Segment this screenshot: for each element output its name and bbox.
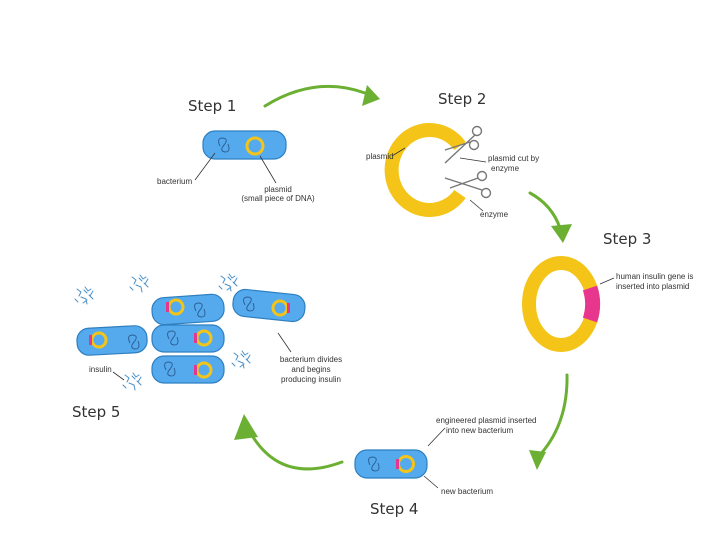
label-divides-3: producing insulin: [281, 375, 341, 384]
new-bacterium-step4: [354, 449, 428, 479]
label-plasmid-step2: plasmid: [366, 152, 394, 161]
insulin-gene-segment: [582, 285, 600, 323]
step-1-group: Step 1 bacterium plasmid (small piece of…: [157, 97, 315, 203]
dna-squiggle-step4: [368, 456, 380, 472]
label-engineered-1: engineered plasmid inserted: [436, 416, 537, 425]
label-plasmid-desc: (small piece of DNA): [241, 194, 315, 203]
step-5-group: Step 5: [72, 273, 342, 421]
arrow-step3-to-step4: [529, 373, 569, 470]
arrow-step1-to-step2: [263, 84, 380, 108]
pointer-divides: [277, 332, 292, 353]
step-4-group: Step 4 engineered plasmid inserted into …: [354, 416, 537, 518]
pointer-plasmid: [259, 155, 277, 184]
bacterium-step5-c: [232, 288, 306, 323]
step-1-title: Step 1: [188, 97, 236, 115]
label-plasmid-cut-2: enzyme: [491, 164, 520, 173]
label-insulin: insulin: [89, 365, 112, 374]
arrow-step4-to-step5: [234, 414, 344, 471]
plasmid-step1: [245, 136, 265, 156]
label-engineered-2: into new bacterium: [446, 426, 513, 435]
pointer-engineered: [427, 427, 446, 447]
insulin-cluster-2: [129, 274, 149, 293]
label-bacterium: bacterium: [157, 177, 192, 186]
pointer-plasmid-step2: [391, 147, 406, 157]
step-4-title: Step 4: [370, 500, 418, 518]
pointer-plasmid-cut: [459, 157, 487, 163]
insulin-cluster-4: [231, 350, 251, 369]
bacterium-step5-a: [76, 325, 148, 356]
bacterium-step5-e: [151, 355, 225, 384]
label-plasmid: plasmid: [264, 185, 292, 194]
arrow-step2-to-step3: [528, 191, 572, 243]
cut-plasmid: [384, 123, 466, 217]
label-insulin-gene-1: human insulin gene is: [616, 272, 693, 281]
bacterium-step1: [202, 130, 287, 160]
insulin-cluster-5: [122, 372, 142, 391]
dna-squiggle-step1: [218, 137, 230, 153]
label-new-bacterium: new bacterium: [441, 487, 493, 496]
step-2-group: Step 2 plasmid plasmid cut by enzyme enz…: [366, 90, 539, 219]
step-5-title: Step 5: [72, 403, 120, 421]
bacterium-step5-b: [151, 293, 225, 326]
scissors-icon: [444, 125, 492, 199]
label-divides-2: and begins: [291, 365, 330, 374]
pointer-enzyme: [469, 199, 484, 212]
insulin-cluster-1: [74, 286, 94, 305]
pointer-insulin: [112, 371, 125, 381]
insulin-cluster-3: [218, 273, 238, 292]
step-3-group: Step 3 human insulin gene is inserted in…: [522, 230, 693, 352]
bacterium-step5-d: [151, 324, 225, 353]
label-divides-1: bacterium divides: [280, 355, 342, 364]
engineered-plasmid-step3: [522, 256, 600, 352]
label-plasmid-cut-1: plasmid cut by: [488, 154, 539, 163]
insulin-gene-step4: [396, 459, 399, 469]
pointer-bacterium: [194, 152, 216, 181]
pointer-new-bacterium: [423, 475, 439, 489]
step-2-title: Step 2: [438, 90, 486, 108]
step-3-title: Step 3: [603, 230, 651, 248]
pointer-insulin-gene: [599, 277, 615, 285]
label-insulin-gene-2: inserted into plasmid: [616, 282, 689, 291]
label-enzyme: enzyme: [480, 210, 509, 219]
